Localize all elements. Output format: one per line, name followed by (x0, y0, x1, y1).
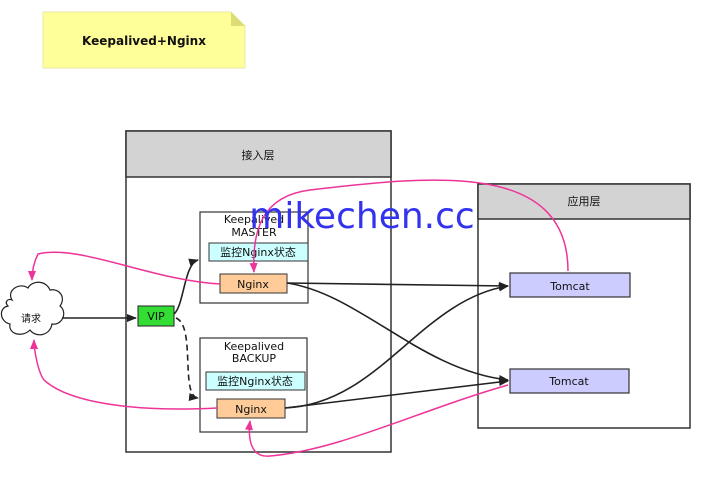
master-title-line2: MASTER (231, 226, 277, 239)
keepalived-master-group: Keepalived MASTER 监控Nginx状态 Nginx (199, 211, 309, 304)
backup-title-line2: BACKUP (232, 352, 277, 365)
app-layer-title: 应用层 (568, 194, 601, 208)
vip-label: VIP (147, 310, 165, 323)
keepalived-backup-group: Keepalived BACKUP 监控Nginx状态 Nginx (199, 337, 308, 433)
backup-nginx-label: Nginx (235, 403, 267, 416)
arrow-master-to-tomcat1 (286, 281, 509, 290)
backup-title-line1: Keepalived (224, 340, 284, 353)
vip-node: VIP (137, 305, 175, 327)
backup-monitor-label: 监控Nginx状态 (217, 374, 293, 388)
client-cloud: 请求 (0, 281, 65, 336)
tomcat-node-1: Tomcat (509, 272, 631, 298)
master-monitor-label: 监控Nginx状态 (220, 245, 296, 259)
arrow-master-nginx-to-client (28, 251, 221, 285)
app-layer-header (477, 183, 691, 220)
tomcat2-label: Tomcat (548, 375, 589, 388)
access-layer-header (125, 130, 392, 178)
arrow-tomcat1-to-master-nginx (249, 179, 569, 273)
arrow-backup-nginx-to-client (30, 339, 218, 410)
backup-monitor-box (205, 371, 306, 391)
arrow-backup-to-tomcat1 (284, 283, 509, 409)
arrow-vip-to-master (173, 258, 199, 315)
watermark: mikechen.cc (249, 196, 474, 237)
master-title-line1: Keepalived (224, 213, 284, 226)
request-flow (62, 258, 509, 409)
client-label: 请求 (21, 312, 41, 325)
tomcat-node-2: Tomcat (509, 368, 630, 394)
note-title: Keepalived+Nginx (82, 34, 206, 48)
response-flow (28, 179, 569, 457)
arrow-master-to-tomcat2 (286, 282, 509, 383)
master-nginx-label: Nginx (237, 278, 269, 291)
access-layer-title: 接入层 (242, 149, 275, 162)
arrow-tomcat2-to-backup-nginx (244, 384, 509, 457)
arrow-vip-to-backup (175, 317, 199, 401)
title-note: Keepalived+Nginx (42, 11, 246, 69)
master-monitor-box (208, 242, 309, 262)
arrow-backup-to-tomcat2 (284, 378, 509, 409)
tomcat1-label: Tomcat (549, 280, 590, 293)
